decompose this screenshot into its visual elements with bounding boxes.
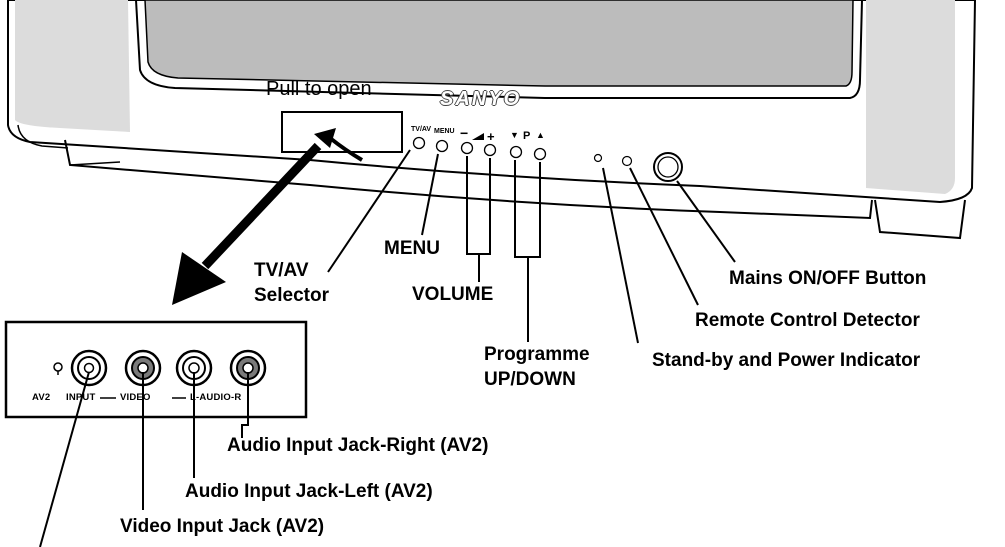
programme-down-mark: ▼ (510, 130, 519, 140)
callout-programme-line2: UP/DOWN (484, 369, 576, 390)
callout-standby: Stand-by and Power Indicator (652, 350, 921, 371)
callout-mains: Mains ON/OFF Button (729, 268, 927, 289)
panel-video-label: VIDEO (120, 392, 151, 403)
panel-audio-label: L-AUDIO-R (190, 392, 242, 403)
remote-detector (621, 155, 633, 167)
programme-up-button (533, 147, 547, 161)
tvav-button (412, 136, 426, 150)
audio-right-jack (229, 349, 267, 387)
screen (144, 0, 854, 87)
pull-to-open-label: Pull to open (266, 78, 372, 100)
tv-base (64, 139, 873, 220)
volume-plus-mark: + (487, 129, 495, 144)
volume-ramp-icon (472, 133, 484, 140)
flap-open-arrow (328, 136, 364, 162)
right-speaker-grille (866, 0, 955, 194)
volume-minus-mark: − (460, 125, 469, 141)
menu-button-mark: MENU (434, 128, 455, 135)
programme-down-button (509, 145, 523, 159)
programme-p-mark: P (523, 130, 531, 142)
volume-down-button (460, 141, 474, 155)
mains-button-inner (657, 156, 679, 178)
callout-tvav-line2: Selector (254, 285, 329, 306)
panel-av2-label: AV2 (32, 392, 51, 403)
menu-button (435, 139, 449, 153)
callout-remote: Remote Control Detector (695, 310, 920, 331)
video-input-jack (124, 349, 162, 387)
callout-video-jack: Video Input Jack (AV2) (120, 516, 325, 537)
callout-volume: VOLUME (412, 284, 494, 305)
tvav-button-mark: TV/AV (411, 126, 432, 133)
callout-audio-left: Audio Input Jack-Left (AV2) (185, 481, 433, 502)
callout-programme-line1: Programme (484, 344, 590, 365)
callout-menu: MENU (384, 238, 440, 259)
big-pointer-arrow (172, 252, 226, 305)
panel-input-label: INPUT (66, 392, 96, 403)
programme-up-mark: ▲ (536, 130, 545, 140)
av2-input-jack (70, 349, 108, 387)
standby-indicator (593, 153, 603, 163)
callout-audio-right: Audio Input Jack-Right (AV2) (227, 435, 489, 456)
brand-logo: SANYO (440, 88, 522, 110)
left-speaker-grille (15, 0, 130, 132)
callout-tvav-line1: TV/AV (254, 260, 309, 281)
volume-up-button (483, 143, 497, 157)
